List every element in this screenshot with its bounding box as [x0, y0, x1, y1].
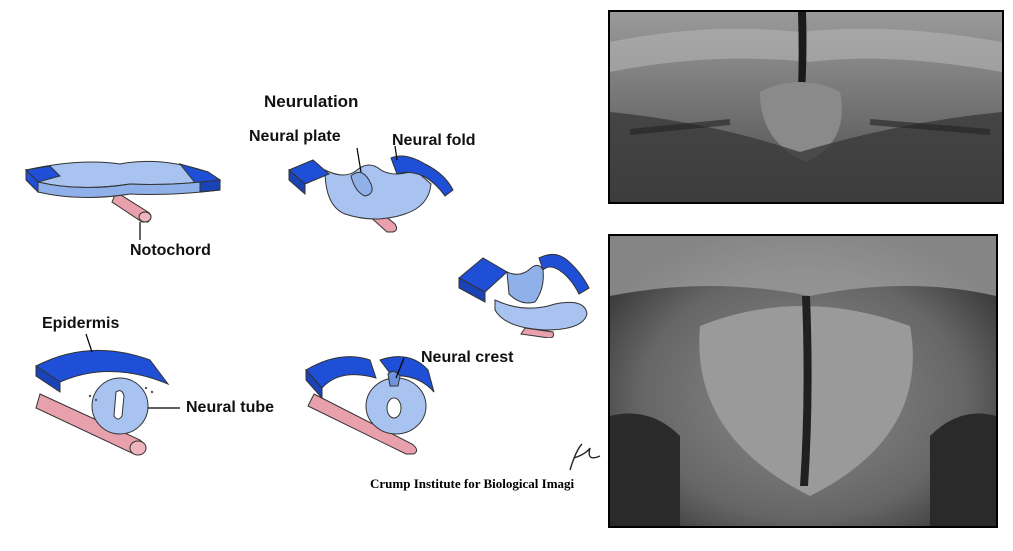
neural-fold-label: Neural fold [392, 132, 476, 149]
epidermis-label: Epidermis [42, 315, 120, 332]
notochord-label: Notochord [130, 242, 211, 259]
neural-tube-label: Neural tube [186, 399, 275, 416]
neural-crest-label: Neural crest [421, 349, 514, 366]
stage-1-neural-plate-illustration [24, 160, 222, 240]
stage-2-neural-fold-illustration [288, 145, 454, 233]
image-credit: Crump Institute for Biological Imagi [370, 476, 575, 491]
sem-photo-neural-groove [608, 10, 1004, 204]
signature-mark [569, 443, 601, 471]
stage-4-neural-tube-illustration [35, 333, 180, 456]
diagram-title: Neurulation [264, 92, 359, 111]
sem-photo-neural-tube [608, 234, 998, 528]
stage-3-neural-groove-illustration [458, 254, 590, 338]
neural-plate-label: Neural plate [249, 128, 341, 145]
stage-5-neural-crest-illustration [305, 356, 435, 455]
